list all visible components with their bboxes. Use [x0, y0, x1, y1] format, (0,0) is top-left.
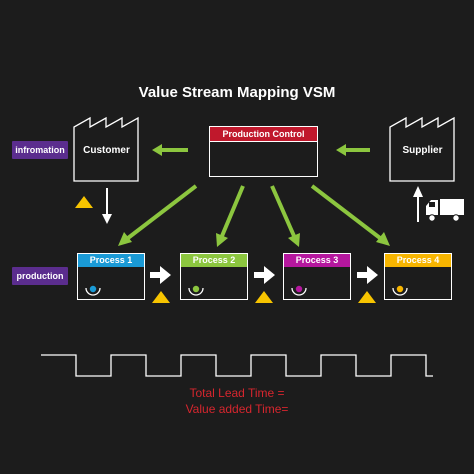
schedule-arrow-process-4	[310, 184, 390, 246]
schedule-arrow-process-2	[216, 185, 245, 247]
push-arrow-icon	[150, 266, 171, 284]
inventory-triangle-icon	[358, 291, 376, 303]
production-tag: production	[12, 267, 68, 285]
operator-icon	[291, 285, 307, 296]
customer-label: Customer	[83, 145, 130, 156]
timeline-ladder	[41, 354, 433, 377]
process-box-4: Process 4	[384, 253, 452, 300]
info-arrow-to-customer	[152, 144, 188, 156]
process-1-label: Process 1	[78, 254, 144, 267]
supply-arrow-up	[413, 186, 423, 222]
operator-icon	[188, 285, 204, 296]
value-added-time-label: Value added Time=	[185, 402, 289, 416]
diagram-title: Value Stream Mapping VSM	[138, 84, 336, 101]
production-control-label: Production Control	[210, 127, 317, 142]
inventory-triangle-icon	[75, 196, 93, 208]
process-box-2: Process 2	[180, 253, 248, 300]
operator-icon	[85, 285, 101, 296]
info-arrow-from-supplier	[336, 144, 370, 156]
inventory-triangle-icon	[255, 291, 273, 303]
process-4-label: Process 4	[385, 254, 451, 267]
inventory-triangle-icon	[152, 291, 170, 303]
process-2-label: Process 2	[181, 254, 247, 267]
schedule-arrow-process-1	[118, 184, 198, 246]
truck-icon	[426, 199, 464, 222]
information-tag: infromation	[12, 141, 68, 159]
schedule-arrow-process-3	[270, 185, 300, 247]
process-box-1: Process 1	[77, 253, 145, 300]
push-arrow-icon	[254, 266, 275, 284]
production-control-box: Production Control	[209, 126, 318, 177]
supplier-factory-icon	[389, 116, 455, 182]
operator-icon	[392, 285, 408, 296]
process-box-3: Process 3	[283, 253, 351, 300]
total-lead-time-label: Total Lead Time =	[189, 386, 285, 400]
push-arrow-icon	[357, 266, 378, 284]
supplier-label: Supplier	[402, 145, 443, 156]
customer-factory-icon	[73, 116, 139, 182]
process-3-label: Process 3	[284, 254, 350, 267]
shipment-arrow-down	[102, 188, 112, 224]
